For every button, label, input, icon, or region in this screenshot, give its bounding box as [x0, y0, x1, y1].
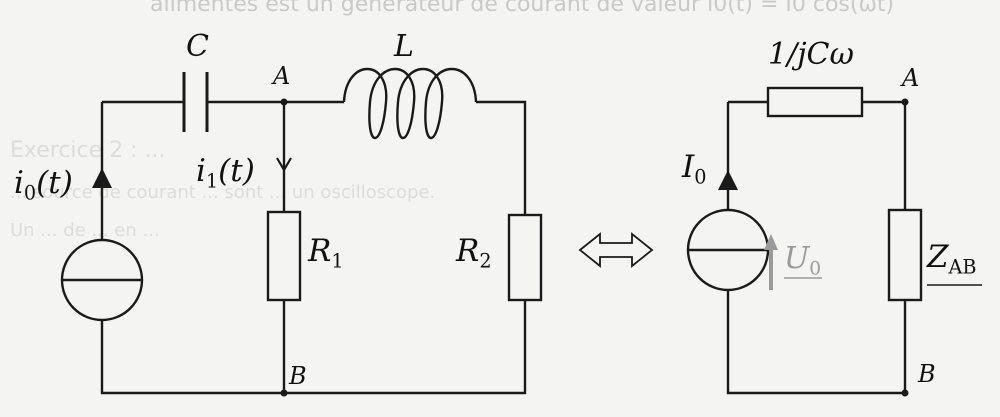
resistor-r2 [507, 213, 543, 302]
label-i1: i1(t) [196, 153, 255, 193]
label-node-a: A [273, 62, 291, 90]
resistor-r1 [266, 210, 302, 302]
bleed-text-top: alimentés est un générateur de courant d… [150, 0, 895, 17]
inductor-l [342, 67, 478, 139]
bleed-text-line-3: Un ... de ... en ... [10, 220, 160, 241]
label-node-b-right: B [918, 360, 936, 388]
label-zab: ZAB [927, 239, 977, 279]
bleed-text-line-1: Exercice 2 : ... [10, 138, 166, 163]
label-l: L [394, 29, 414, 64]
voltage-u0-arrow [764, 234, 778, 290]
label-i0-norton: I0 [682, 149, 707, 189]
label-u0: U0 [784, 241, 822, 280]
current-source-i0 [60, 168, 144, 322]
capacitor-c [182, 72, 209, 132]
impedance-zab [887, 208, 923, 302]
node-b-right-dot [901, 389, 909, 397]
label-r1: R1 [308, 233, 344, 273]
current-source-i0-norton [686, 170, 770, 292]
bleed-text-line-2: ... source de courant ... sont ... un os… [10, 182, 436, 203]
equivalence-arrow [578, 232, 654, 268]
node-a-dot [280, 98, 288, 106]
current-i1-arrow [276, 157, 292, 173]
label-node-a-right: A [902, 64, 920, 92]
label-c: C [186, 29, 209, 64]
node-b-dot [280, 389, 288, 397]
label-node-b: B [289, 362, 307, 390]
left-circuit-wires [100, 100, 527, 395]
label-impedance-1-over-jcw: 1/jCω [768, 37, 854, 72]
label-r2: R2 [456, 233, 492, 273]
node-a-right-dot [901, 98, 909, 106]
impedance-1-over-jcw [766, 86, 864, 118]
label-i0: i0(t) [14, 165, 73, 205]
